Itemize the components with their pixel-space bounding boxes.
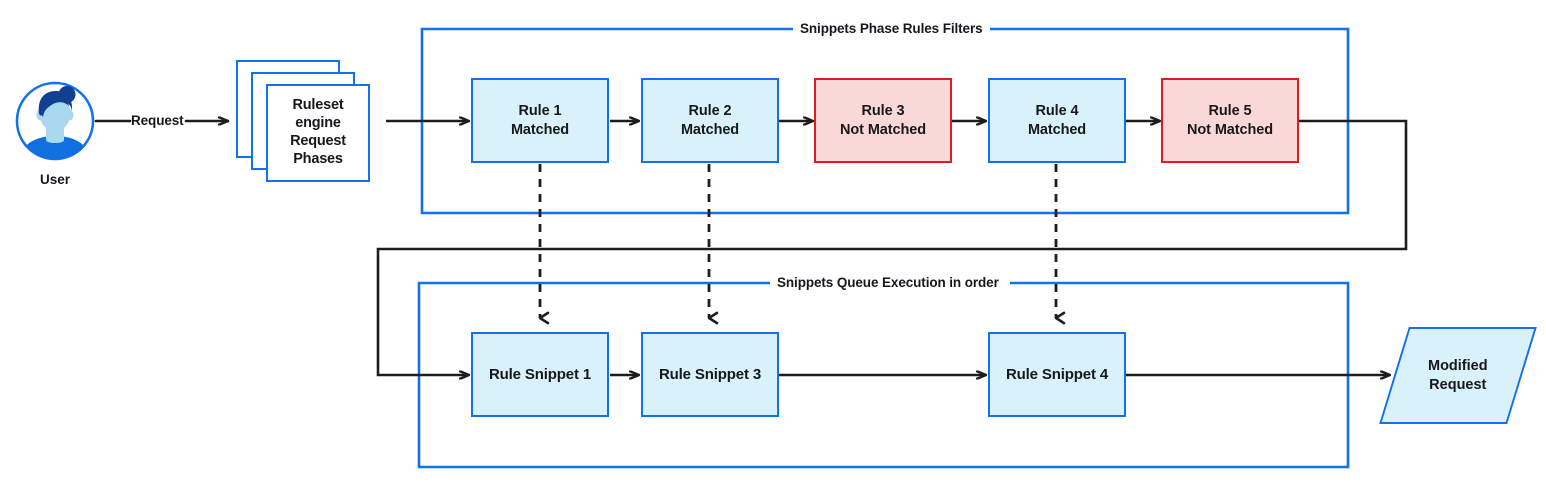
ruleset-stack-card-front: Ruleset engine Request Phases	[266, 84, 370, 182]
user-label: User	[39, 172, 71, 187]
rule-box-rule-5[interactable]: Rule 5 Not Matched	[1161, 78, 1299, 163]
snippet-box-rule-snippet-1[interactable]: Rule Snippet 1	[471, 332, 609, 417]
snippet-box-rule-snippet-3[interactable]: Rule Snippet 3	[641, 332, 779, 417]
modified-request-label: Modified Request	[1428, 357, 1488, 393]
request-edge-label: Request	[131, 113, 184, 128]
rule-box-rule-1[interactable]: Rule 1 Matched	[471, 78, 609, 163]
user-avatar	[14, 80, 96, 162]
modified-request-node[interactable]: Modified Request	[1379, 327, 1537, 424]
rule-box-rule-2[interactable]: Rule 2 Matched	[641, 78, 779, 163]
rule-box-rule-3[interactable]: Rule 3 Not Matched	[814, 78, 952, 163]
phase-group-label: Snippets Phase Rules Filters	[793, 21, 990, 36]
snippet-box-rule-snippet-4[interactable]: Rule Snippet 4	[988, 332, 1126, 417]
edge-rule-to-snippet-dashed	[538, 164, 1056, 318]
queue-group-label: Snippets Queue Execution in order	[770, 275, 1006, 290]
user-avatar-icon	[15, 81, 95, 161]
rule-box-rule-4[interactable]: Rule 4 Matched	[988, 78, 1126, 163]
